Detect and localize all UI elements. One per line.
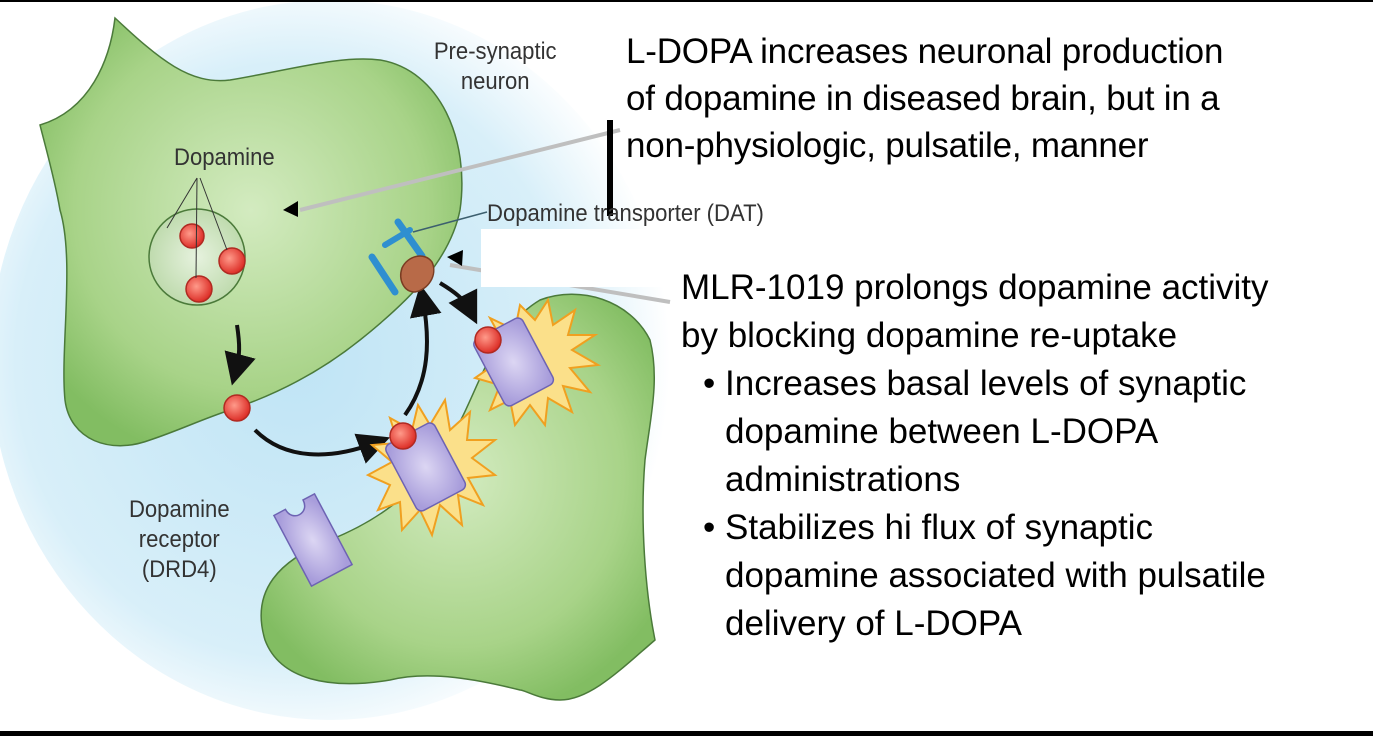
bullet-item: • Stabilizes hi flux of synaptic dopamin… — [681, 504, 1269, 648]
bullet-line: Increases basal levels of synaptic — [725, 364, 1247, 403]
callout-pointer-ldopa — [299, 128, 621, 212]
callout-line: L-DOPA increases neuronal production — [626, 32, 1224, 71]
callout-bracket — [607, 120, 613, 216]
unbound-receptor — [272, 492, 354, 588]
label-line: (DRD4) — [141, 556, 217, 583]
mlr-callout: MLR-1019 prolongs dopamine activity by b… — [681, 264, 1269, 648]
dopamine-molecule — [218, 247, 246, 275]
ldopa-callout: L-DOPA increases neuronal production of … — [626, 28, 1223, 169]
callout-line: of dopamine in diseased brain, but in a — [626, 79, 1220, 118]
bullet-line: delivery of L-DOPA — [725, 604, 1022, 643]
callout-arrowhead — [447, 250, 463, 266]
release-arrow — [224, 324, 256, 386]
callout-line: by blocking dopamine re-uptake — [681, 316, 1178, 355]
callout-line: non-physiologic, pulsatile, manner — [626, 126, 1149, 165]
presynaptic-label: Pre-synaptic neuron — [417, 37, 573, 97]
label-pointer — [166, 177, 198, 229]
transporter-label-pointer — [412, 211, 488, 233]
label-line: Pre-synaptic — [433, 38, 557, 65]
bullet-item: • Increases basal levels of synaptic dop… — [681, 360, 1269, 504]
label-line: neuron — [460, 68, 530, 95]
diffusion-arrow — [253, 428, 390, 464]
bottom-border — [0, 731, 1373, 736]
label-pointer — [195, 177, 198, 279]
bullet-line: dopamine associated with pulsatile — [725, 556, 1266, 595]
bullet-line: administrations — [725, 460, 961, 499]
label-line: receptor — [138, 526, 220, 553]
bound-dopamine — [389, 422, 417, 450]
dopamine-molecule — [185, 275, 213, 303]
callout-arrowhead — [283, 201, 298, 217]
top-border — [0, 0, 1373, 2]
presynaptic-neuron-shape — [39, 16, 463, 447]
callout-mask — [481, 229, 786, 287]
label-line: Dopamine — [128, 496, 230, 523]
receptor-label: Dopamine receptor (DRD4) — [125, 495, 234, 585]
bullet-icon: • — [703, 508, 716, 547]
callout-line: MLR-1019 prolongs dopamine activity — [681, 268, 1269, 307]
reuptake-arrow — [403, 284, 442, 417]
transporter-label: Dopamine transporter (DAT) — [487, 200, 764, 227]
bound-dopamine — [474, 326, 502, 354]
dopamine-label: Dopamine — [174, 144, 275, 171]
dopamine-transporter — [368, 218, 435, 296]
transport-arrow — [438, 281, 478, 325]
bullet-icon: • — [703, 364, 716, 403]
dopamine-molecule — [179, 223, 205, 249]
bullet-line: dopamine between L-DOPA — [725, 412, 1159, 451]
released-dopamine — [223, 394, 251, 422]
label-pointer — [199, 177, 228, 251]
bullet-line: Stabilizes hi flux of synaptic — [725, 508, 1153, 547]
